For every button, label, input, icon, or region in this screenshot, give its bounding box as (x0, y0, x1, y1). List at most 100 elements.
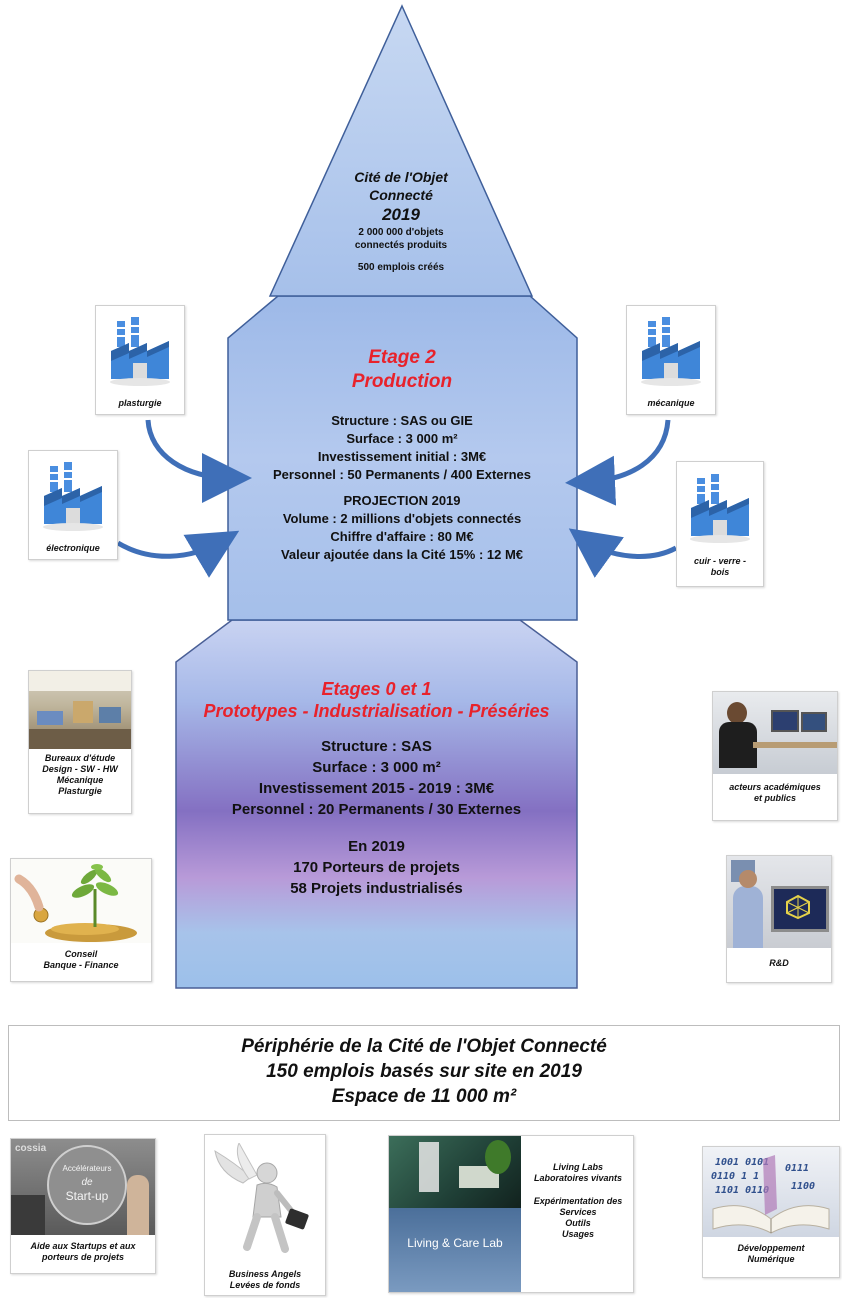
etage01-year-line: 58 Projets industrialisés (290, 880, 463, 897)
rd-photo (727, 856, 831, 948)
etage01-line: Surface : 3 000 m² (312, 759, 441, 776)
top-year: 2019 (382, 205, 420, 224)
card-mecanique: mécanique (626, 305, 716, 415)
card-business-angels: Business Angels Levées de fonds (204, 1134, 326, 1296)
top-text: Cité de l'Objet Connecté 2019 2 000 000 … (300, 168, 502, 274)
card-caption: électronique (46, 543, 100, 553)
etage01-line: Investissement 2015 - 2019 : 3M€ (258, 780, 495, 797)
etage2-projection-line: Valeur ajoutée dans la Cité 15% : 12 M€ (280, 547, 524, 562)
factory-icon (110, 317, 170, 386)
card-living-labs: Living & Care Lab Living Labs Laboratoir… (388, 1135, 634, 1293)
svg-text:0110 1 1: 0110 1 1 (711, 1171, 759, 1182)
binary-book-icon: 1001 0101 0110 1 1 1101 0110 0111 1100 (711, 1155, 830, 1234)
living-line: Living Labs (552, 1162, 603, 1172)
etage2-subtitle: Production (351, 371, 453, 392)
card-caption-line: Design - SW - HW (42, 764, 118, 774)
etage2-text: Etage 2 Production Structure : SAS ou GI… (232, 346, 572, 564)
top-line-3: 500 emplois créés (357, 262, 445, 273)
living-lab-label: Living & Care Lab (407, 1236, 503, 1250)
card-acteurs-academiques: acteurs académiques et publics (712, 691, 838, 821)
etage01-text: Etages 0 et 1 Prototypes - Industrialisa… (180, 678, 573, 899)
card-caption: Conseil Banque - Finance (11, 943, 151, 973)
card-caption-line: Banque - Finance (43, 960, 119, 970)
card-cuir-verre-bois: cuir - verre - bois (676, 461, 764, 587)
card-startups: cossia Accélérateurs de Start-up Aide au… (10, 1138, 156, 1274)
factory-icon (690, 474, 750, 543)
factory-icon (641, 317, 701, 386)
etage2-projection-title: PROJECTION 2019 (343, 493, 461, 508)
etage2-line: Surface : 3 000 m² (346, 431, 458, 446)
svg-text:1001 0101: 1001 0101 (715, 1157, 769, 1168)
living-line: Outils (565, 1218, 591, 1228)
factory-icon (43, 462, 103, 531)
card-caption-line: Conseil (64, 949, 98, 959)
living-line: Laboratoires vivants (533, 1173, 623, 1183)
office-photo (29, 671, 131, 749)
card-caption-line: Numérique (747, 1254, 795, 1264)
etage2-projection-line: Chiffre d'affaire : 80 M€ (330, 529, 474, 544)
living-line: Expérimentation des (533, 1196, 623, 1206)
card-caption: R&D (769, 958, 789, 968)
etage01-title: Etages 0 et 1 (321, 679, 432, 699)
money-plant-photo (11, 859, 151, 943)
arrow-cuir (568, 528, 678, 578)
top-line-1: 2 000 000 d'objets (358, 227, 444, 238)
etage2-line: Structure : SAS ou GIE (331, 413, 473, 428)
svg-text:1100: 1100 (791, 1181, 815, 1192)
living-line: Services (559, 1207, 597, 1217)
card-caption-line: Bureaux d'étude (44, 753, 116, 763)
card-caption: Business Angels Levées de fonds (205, 1263, 325, 1293)
svg-text:0111: 0111 (785, 1163, 809, 1174)
etage2-title: Etage 2 (368, 347, 436, 368)
periphery-line-3: Espace de 11 000 m² (331, 1086, 517, 1107)
card-caption: acteurs académiques et publics (713, 774, 837, 806)
card-caption-line: Plasturgie (58, 786, 102, 796)
card-caption-line: et publics (753, 793, 796, 803)
living-lab-photo-bottom: Living & Care Lab (389, 1208, 521, 1292)
startup-badge: Accélérateurs de Start-up (47, 1145, 127, 1225)
living-lab-side-text: Living Labs Laboratoires vivants Expérim… (523, 1162, 633, 1240)
etage2-line: Personnel : 50 Permanents / 400 Externes (273, 467, 531, 482)
etage01-year-line: 170 Porteurs de projets (293, 859, 460, 876)
etage01-year-title: En 2019 (348, 838, 405, 855)
card-caption-line: bois (710, 567, 730, 577)
arrow-electronique (116, 530, 240, 578)
card-caption: Développement Numérique (703, 1237, 839, 1267)
angel-figure-icon (214, 1143, 309, 1253)
badge-line: Start-up (65, 1189, 109, 1203)
living-lab-photo-top (389, 1136, 521, 1208)
digital-book-photo: 1001 0101 0110 1 1 1101 0110 0111 1100 (703, 1147, 839, 1237)
arrow-mecanique (565, 419, 671, 506)
startup-logo: cossia (15, 1143, 47, 1154)
arrow-plasturgie (145, 419, 252, 503)
card-caption: mécanique (647, 398, 695, 408)
card-rd: R&D (726, 855, 832, 983)
periphery-line-1: Périphérie de la Cité de l'Objet Connect… (241, 1036, 607, 1057)
etage01-line: Personnel : 20 Permanents / 30 Externes (231, 801, 522, 818)
etage2-line: Investissement initial : 3M€ (317, 449, 487, 464)
card-caption: Aide aux Startups et aux porteurs de pro… (11, 1235, 155, 1265)
tower-top (268, 4, 534, 297)
top-title-1: Cité de l'Objet (354, 169, 448, 185)
living-line: Usages (561, 1229, 595, 1239)
etage01-subtitle: Prototypes - Industrialisation - Préséri… (203, 701, 550, 721)
card-caption-line: Aide aux Startups et aux (30, 1241, 136, 1251)
top-line-2: connectés produits (354, 240, 448, 251)
card-caption-line: acteurs académiques (729, 782, 821, 792)
card-caption: Bureaux d'étude Design - SW - HW Mécaniq… (29, 749, 131, 799)
etage2-projection-line: Volume : 2 millions d'objets connectés (282, 511, 522, 526)
top-title-2: Connecté (369, 187, 433, 203)
card-caption: plasturgie (118, 398, 162, 408)
card-plasturgie: plasturgie (95, 305, 185, 415)
badge-line: Accélérateurs (62, 1164, 112, 1173)
startup-photo: cossia Accélérateurs de Start-up (11, 1139, 155, 1235)
card-caption-line: cuir - verre - (693, 556, 747, 566)
card-conseil: Conseil Banque - Finance (10, 858, 152, 982)
card-electronique: électronique (28, 450, 118, 560)
card-caption-line: Business Angels (228, 1269, 302, 1279)
lab-photo (713, 692, 837, 774)
card-bureaux-etude: Bureaux d'étude Design - SW - HW Mécaniq… (28, 670, 132, 814)
periphery-line-2: 150 emplois basés sur site en 2019 (266, 1061, 582, 1082)
card-caption-line: Mécanique (56, 775, 104, 785)
card-developpement-numerique: 1001 0101 0110 1 1 1101 0110 0111 1100 D… (702, 1146, 840, 1278)
